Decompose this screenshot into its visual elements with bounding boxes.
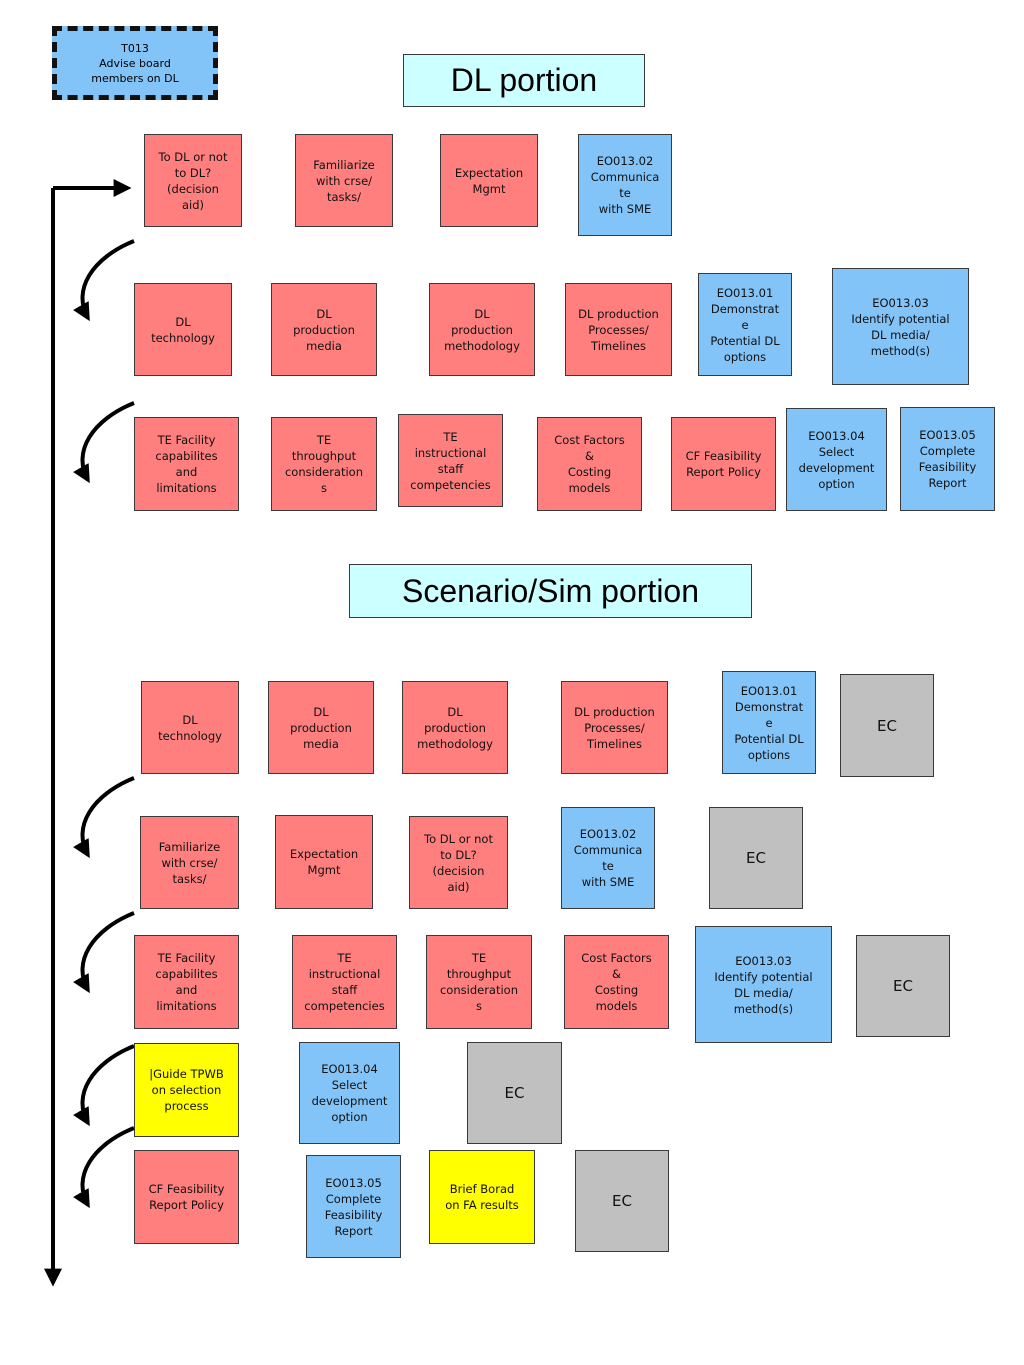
ec-card: EC xyxy=(709,807,803,909)
ec-card: EC xyxy=(575,1150,669,1252)
sim-card: TE instructional staff competencies xyxy=(292,935,397,1029)
curved-arrow xyxy=(73,1044,135,1127)
dl-card: TE Facility capabilites and limitations xyxy=(134,417,239,511)
ec-card: EC xyxy=(840,674,934,777)
sim-card: DL production media xyxy=(268,681,374,774)
sim-card: EO013.03 Identify potential DL media/ me… xyxy=(695,926,832,1043)
sim-card: DL production methodology xyxy=(402,681,508,774)
sim-card: EO013.01 Demonstrat e Potential DL optio… xyxy=(722,671,816,774)
dl-card: EO013.01 Demonstrat e Potential DL optio… xyxy=(698,273,792,376)
dl-card: TE throughput consideration s xyxy=(271,417,377,511)
dl-card: DL production methodology xyxy=(429,283,535,376)
dl-card: EO013.05 Complete Feasibility Report xyxy=(900,407,995,511)
sim-card: Brief Borad on FA results xyxy=(429,1150,535,1244)
sim-card: EO013.02 Communica te with SME xyxy=(561,807,655,909)
dl-card: EO013.02 Communica te with SME xyxy=(578,134,672,236)
sim-card: CF Feasibility Report Policy xyxy=(134,1150,239,1244)
dl-card: EO013.04 Select development option xyxy=(786,408,887,511)
dl-portion-title: DL portion xyxy=(403,54,645,107)
sim-card: Cost Factors & Costing models xyxy=(564,935,669,1029)
dl-card: To DL or not to DL? (decision aid) xyxy=(144,134,242,227)
ec-card: EC xyxy=(856,935,950,1037)
dl-card: Cost Factors & Costing models xyxy=(537,417,642,511)
sim-card: TE Facility capabilites and limitations xyxy=(134,935,239,1029)
dl-card: DL technology xyxy=(134,283,232,376)
sim-card: |Guide TPWB on selection process xyxy=(134,1043,239,1137)
sim-card: To DL or not to DL? (decision aid) xyxy=(409,816,508,909)
sim-card: Expectation Mgmt xyxy=(275,815,373,909)
curved-arrow xyxy=(73,911,135,994)
sim-card: EO013.04 Select development option xyxy=(299,1042,400,1144)
scenario-portion-title: Scenario/Sim portion xyxy=(349,564,752,618)
dl-card: Familiarize with crse/ tasks/ xyxy=(295,134,393,227)
header-task-card: T013 Advise board members on DL xyxy=(52,26,218,100)
dl-card: EO013.03 Identify potential DL media/ me… xyxy=(832,268,969,385)
dl-card: DL production media xyxy=(271,283,377,376)
curved-arrow xyxy=(73,239,135,322)
dl-card: DL production Processes/ Timelines xyxy=(565,283,672,376)
sim-card: TE throughput consideration s xyxy=(426,935,532,1029)
curved-arrow xyxy=(73,776,135,859)
sim-card: Familiarize with crse/ tasks/ xyxy=(140,816,239,909)
curved-arrow xyxy=(73,401,135,484)
dl-card: TE instructional staff competencies xyxy=(398,414,503,507)
sim-card: DL technology xyxy=(141,681,239,774)
dl-card: CF Feasibility Report Policy xyxy=(671,417,776,511)
dl-card: Expectation Mgmt xyxy=(440,134,538,227)
ec-card: EC xyxy=(467,1042,562,1144)
sim-card: DL production Processes/ Timelines xyxy=(561,681,668,774)
sim-card: EO013.05 Complete Feasibility Report xyxy=(306,1155,401,1258)
curved-arrow xyxy=(73,1126,135,1209)
